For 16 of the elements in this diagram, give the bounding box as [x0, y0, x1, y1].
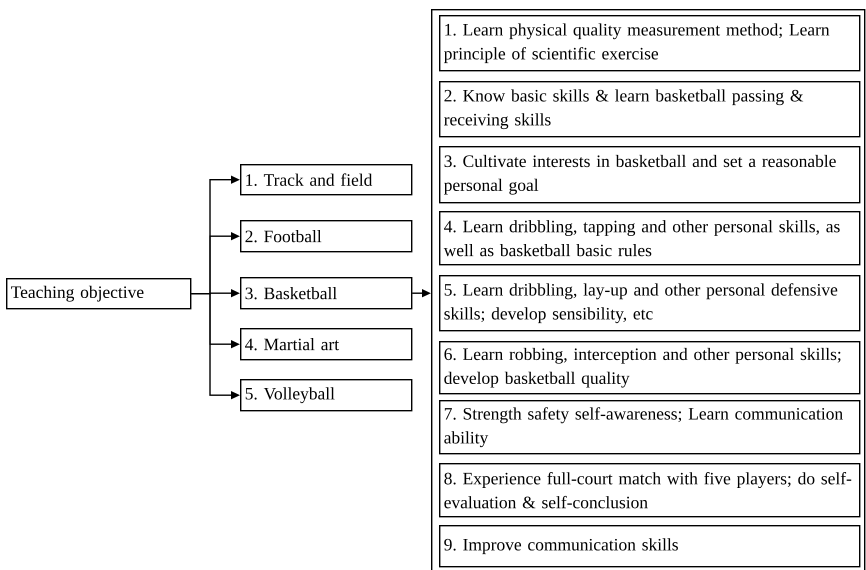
container-box — [431, 9, 866, 570]
item-box: 5. Learn dribbling, lay-up and other personal defensive skills; develop sensibility, etc — [439, 275, 860, 332]
sport-box: 2. Football — [240, 220, 412, 252]
item-box: 6. Learn robbing, interception and other personal skills; develop basketball quality — [439, 341, 860, 394]
sport-box: 5. Volleyball — [240, 379, 412, 412]
objective-box: Teaching objective — [6, 278, 192, 310]
item-box: 1. Learn physical quality measurement method; Learn principle of scientific exercise — [439, 15, 860, 72]
item-box: 7. Strength safety self-awareness; Learn communication ability — [439, 400, 860, 454]
item-box: 8. Experience full-court match with five players; do self-evaluation & self-conclusion — [439, 463, 860, 518]
sport-box: 1. Track and field — [240, 164, 412, 196]
sport-box: 3. Basketball — [240, 277, 412, 310]
item-box: 2. Know basic skills & learn basketball passing & receiving skills — [439, 81, 860, 138]
item-box: 4. Learn dribbling, tapping and other personal skills, as well as basketball basic rules — [439, 211, 860, 266]
item-box: 3. Cultivate interests in basketball and set a reasonable personal goal — [439, 146, 860, 204]
item-box: 9. Improve communication skills — [439, 525, 860, 568]
sport-box: 4. Martial art — [240, 328, 412, 360]
